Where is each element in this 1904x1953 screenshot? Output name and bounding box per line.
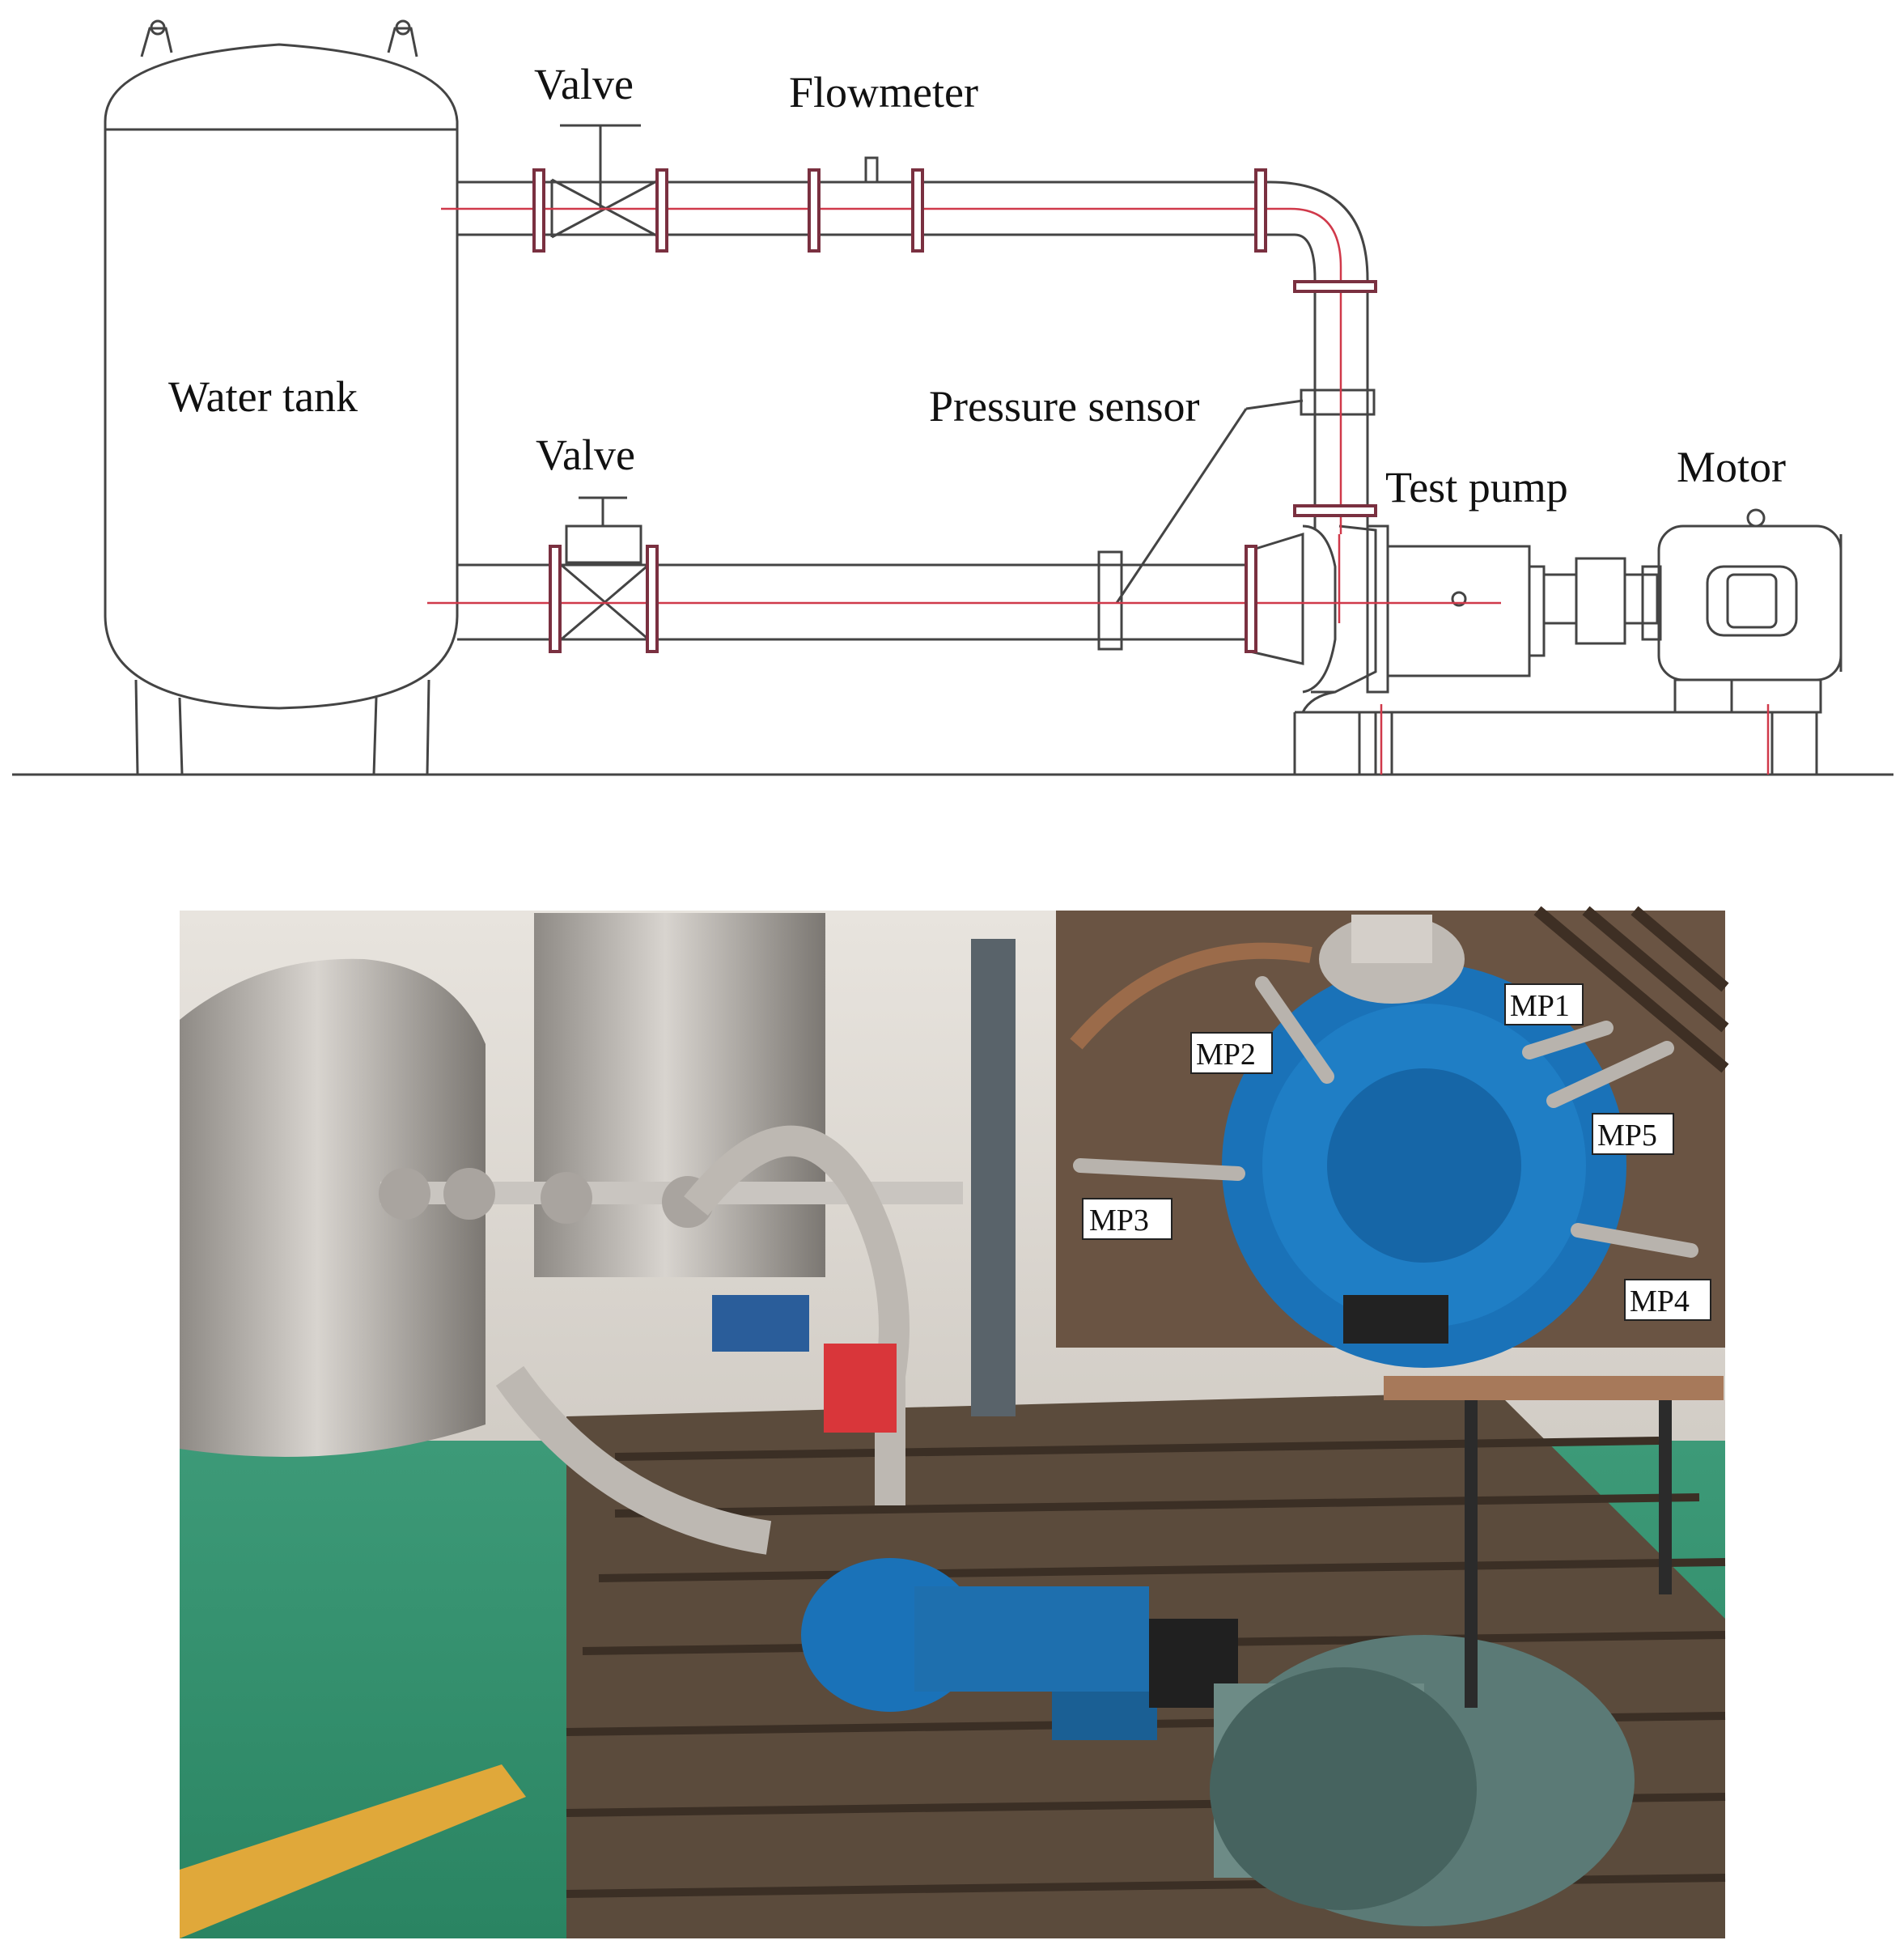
inset-photo — [1056, 906, 1729, 1368]
label-motor: Motor — [1677, 443, 1786, 491]
mp-label-2-text: MP2 — [1196, 1038, 1256, 1072]
mp-label-2: MP2 — [1190, 1032, 1273, 1074]
bottom-valve — [557, 496, 653, 652]
mp-label-1-text: MP1 — [1510, 989, 1570, 1023]
mp-label-3-text: MP3 — [1089, 1204, 1149, 1238]
lower-pipe — [457, 550, 1250, 651]
pressure-sensor-upper — [1115, 388, 1376, 604]
photo-tank-left — [180, 958, 486, 1457]
motor — [1641, 508, 1843, 775]
flowmeter — [864, 156, 879, 184]
flanges — [532, 168, 1377, 653]
centerlines — [427, 207, 1770, 775]
label-water-tank: Water tank — [168, 372, 358, 421]
mp-label-3: MP3 — [1082, 1198, 1173, 1240]
mp-label-5: MP5 — [1592, 1113, 1674, 1155]
test-pump — [1249, 524, 1821, 775]
upper-pipe — [457, 180, 1369, 530]
label-flowmeter: Flowmeter — [789, 68, 978, 117]
label-valve-top: Valve — [534, 60, 634, 108]
mp-label-1: MP1 — [1504, 983, 1584, 1025]
mp-label-4-text: MP4 — [1630, 1284, 1690, 1318]
label-test-pump: Test pump — [1385, 463, 1568, 512]
photo-tank-tall — [534, 913, 825, 1277]
water-tank — [104, 19, 459, 775]
photo-motor — [1210, 1635, 1635, 1926]
photo-test-pump — [801, 1558, 1157, 1740]
test-rig-schematic: Water tank Valve Flowmeter Valve Pressur… — [12, 19, 1893, 776]
photo-frame — [180, 911, 1726, 1938]
label-valve-bottom: Valve — [536, 431, 635, 479]
label-pressure-sensor: Pressure sensor — [929, 382, 1199, 431]
mp-label-4: MP4 — [1624, 1279, 1711, 1321]
mp-label-5-text: MP5 — [1597, 1119, 1657, 1153]
